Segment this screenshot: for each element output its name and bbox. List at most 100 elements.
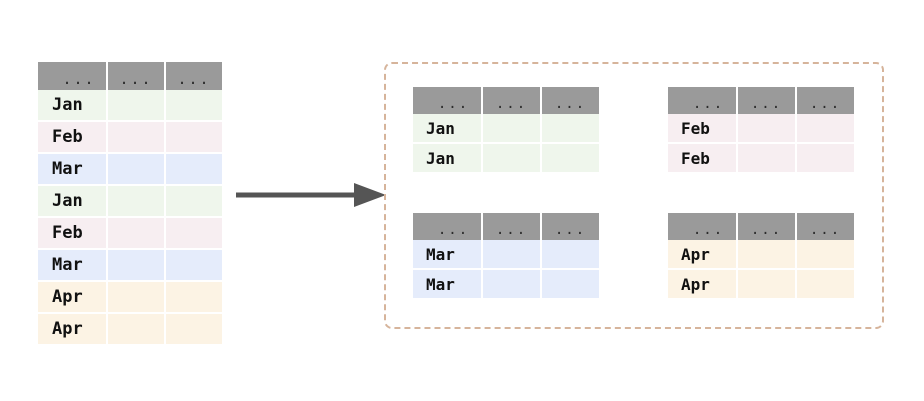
table-cell-1 bbox=[738, 144, 795, 172]
header-ellipsis: ... bbox=[809, 222, 842, 238]
table-cell-2 bbox=[166, 90, 222, 120]
header-cell-1: ... bbox=[738, 213, 795, 240]
header-ellipsis: ... bbox=[809, 96, 842, 112]
table-cell-1 bbox=[483, 144, 540, 172]
table-row: Feb bbox=[38, 122, 222, 152]
header-ellipsis: ... bbox=[750, 96, 783, 112]
table-cell-1 bbox=[738, 240, 795, 268]
header-cell-1: ... bbox=[483, 213, 540, 240]
group-container-panel bbox=[384, 62, 884, 329]
header-cell-1: ... bbox=[738, 87, 795, 114]
header-ellipsis: ... bbox=[495, 96, 528, 112]
table-cell-0: Jan bbox=[38, 90, 106, 120]
table-cell-0: Apr bbox=[38, 314, 106, 344]
table-cell-1 bbox=[108, 186, 164, 216]
header-ellipsis: ... bbox=[750, 222, 783, 238]
header-ellipsis: ... bbox=[692, 222, 725, 238]
table-row: Jan bbox=[413, 144, 599, 172]
table-cell-2 bbox=[797, 270, 854, 298]
table-cell-0: Jan bbox=[413, 144, 481, 172]
table-cell-2 bbox=[797, 114, 854, 142]
table-cell-2 bbox=[542, 240, 599, 268]
table-cell-1 bbox=[108, 90, 164, 120]
table-row: Feb bbox=[668, 114, 854, 142]
header-cell-0: ... bbox=[413, 213, 481, 240]
table-cell-1 bbox=[108, 122, 164, 152]
group-apr-header: ......... bbox=[668, 213, 854, 240]
table-cell-0: Apr bbox=[668, 240, 736, 268]
group-mar-header: ......... bbox=[413, 213, 599, 240]
table-cell-1 bbox=[483, 270, 540, 298]
table-row: Apr bbox=[38, 282, 222, 312]
source-table-header: ... ... ... bbox=[38, 62, 222, 90]
table-cell-0: Apr bbox=[38, 282, 106, 312]
table-row: Mar bbox=[413, 240, 599, 268]
table-header-row: ......... bbox=[668, 213, 854, 240]
table-cell-1 bbox=[108, 218, 164, 248]
table-header-row: ......... bbox=[413, 87, 599, 114]
header-cell-2: ... bbox=[797, 87, 854, 114]
table-cell-1 bbox=[108, 314, 164, 344]
table-cell-1 bbox=[108, 250, 164, 280]
table-row: Apr bbox=[668, 270, 854, 298]
table-cell-2 bbox=[166, 314, 222, 344]
header-cell-0: ... bbox=[413, 87, 481, 114]
header-ellipsis: ... bbox=[692, 96, 725, 112]
table-cell-1 bbox=[108, 154, 164, 184]
table-row: Apr bbox=[668, 240, 854, 268]
table-header-row: ......... bbox=[668, 87, 854, 114]
table-cell-0: Apr bbox=[668, 270, 736, 298]
table-cell-0: Jan bbox=[38, 186, 106, 216]
header-cell-1: ... bbox=[108, 62, 164, 90]
table-cell-0: Mar bbox=[413, 240, 481, 268]
header-ellipsis: ... bbox=[437, 222, 470, 238]
table-row: Mar bbox=[38, 250, 222, 280]
table-header-row: ... ... ... bbox=[38, 62, 222, 90]
header-cell-2: ... bbox=[166, 62, 222, 90]
table-cell-2 bbox=[166, 250, 222, 280]
table-row: Jan bbox=[413, 114, 599, 142]
table-row: Jan bbox=[38, 186, 222, 216]
table-cell-1 bbox=[738, 270, 795, 298]
table-cell-0: Mar bbox=[413, 270, 481, 298]
table-cell-2 bbox=[166, 282, 222, 312]
table-row: Apr bbox=[38, 314, 222, 344]
table-header-row: ......... bbox=[413, 213, 599, 240]
table-cell-0: Feb bbox=[668, 144, 736, 172]
table-cell-2 bbox=[166, 186, 222, 216]
header-cell-2: ... bbox=[542, 213, 599, 240]
header-cell-2: ... bbox=[542, 87, 599, 114]
table-cell-2 bbox=[166, 218, 222, 248]
table-cell-2 bbox=[166, 154, 222, 184]
table-cell-0: Feb bbox=[38, 122, 106, 152]
table-cell-2 bbox=[542, 114, 599, 142]
header-ellipsis: ... bbox=[554, 222, 587, 238]
table-row: Feb bbox=[668, 144, 854, 172]
table-cell-0: Mar bbox=[38, 154, 106, 184]
header-ellipsis: ... bbox=[437, 96, 470, 112]
header-ellipsis: ... bbox=[554, 96, 587, 112]
table-cell-1 bbox=[738, 114, 795, 142]
table-cell-2 bbox=[166, 122, 222, 152]
table-cell-1 bbox=[483, 114, 540, 142]
table-cell-1 bbox=[483, 240, 540, 268]
table-row: Feb bbox=[38, 218, 222, 248]
table-row: Jan bbox=[38, 90, 222, 120]
table-cell-2 bbox=[797, 240, 854, 268]
header-cell-0: ... bbox=[668, 213, 736, 240]
table-row: Mar bbox=[413, 270, 599, 298]
table-cell-0: Mar bbox=[38, 250, 106, 280]
table-row: Mar bbox=[38, 154, 222, 184]
table-cell-2 bbox=[797, 144, 854, 172]
